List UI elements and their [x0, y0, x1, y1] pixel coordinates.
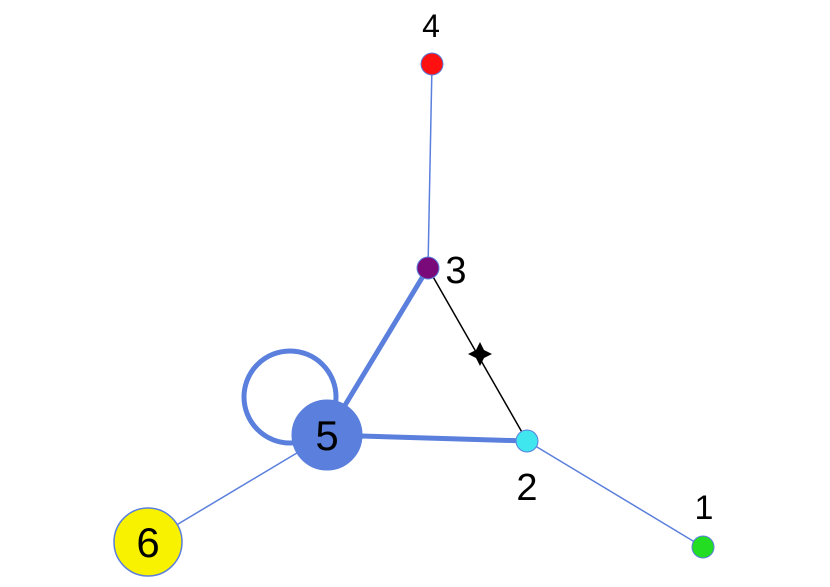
edge-layer — [147, 63, 704, 548]
node-label-3: 3 — [445, 250, 466, 292]
label-layer: 4 3 5 2 1 6 — [136, 8, 713, 566]
node-4 — [420, 52, 444, 76]
node-label-2: 2 — [516, 467, 537, 509]
node-5 — [291, 399, 363, 471]
node-label-4: 4 — [422, 8, 440, 44]
node-label-1: 1 — [695, 489, 714, 527]
node-label-6: 6 — [136, 519, 159, 566]
node-2 — [515, 429, 539, 453]
edge-4-3 — [427, 63, 433, 269]
edge-2-1 — [526, 440, 704, 548]
node-3 — [416, 256, 440, 280]
node-1 — [691, 535, 715, 559]
edge-3-2-star-marker — [468, 342, 492, 366]
node-6 — [113, 507, 183, 577]
edge-5-5-self-loop — [241, 348, 339, 446]
node-layer — [113, 52, 715, 577]
node-label-5: 5 — [315, 412, 338, 459]
